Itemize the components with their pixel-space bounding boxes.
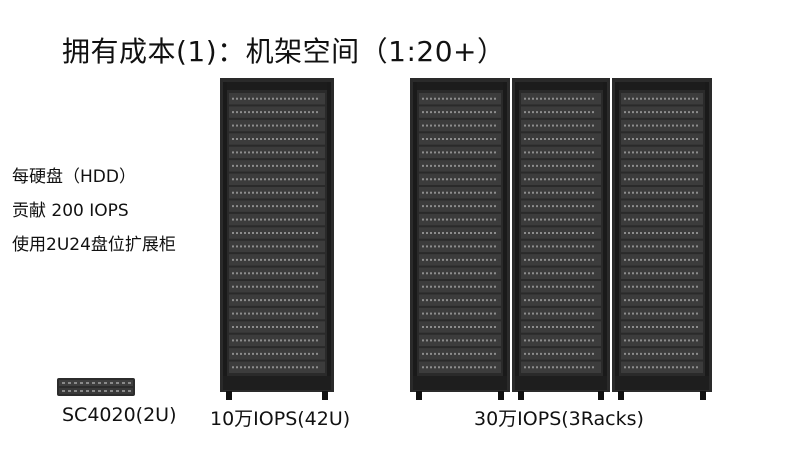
description-line-2: 贡献 200 IOPS — [12, 201, 129, 221]
description-block: 每硬盘（HDD） 贡献 200 IOPS 使用2U24盘位扩展柜 — [12, 160, 176, 262]
description-line-3: 使用2U24盘位扩展柜 — [12, 235, 176, 255]
caption-three-racks: 30万IOPS(3Racks) — [474, 408, 644, 430]
rack-single-image — [220, 78, 334, 400]
description-line-1: 每硬盘（HDD） — [12, 167, 136, 187]
server-sc4020-image — [57, 378, 135, 400]
rack-group-image-2 — [512, 78, 610, 400]
caption-server: SC4020(2U) — [62, 404, 177, 426]
rack-group-image-3 — [612, 78, 712, 400]
page-title: 拥有成本(1)：机架空间（1:20+） — [62, 35, 506, 68]
rack-group-image-1 — [410, 78, 510, 400]
caption-single-rack: 10万IOPS(42U) — [210, 408, 351, 430]
